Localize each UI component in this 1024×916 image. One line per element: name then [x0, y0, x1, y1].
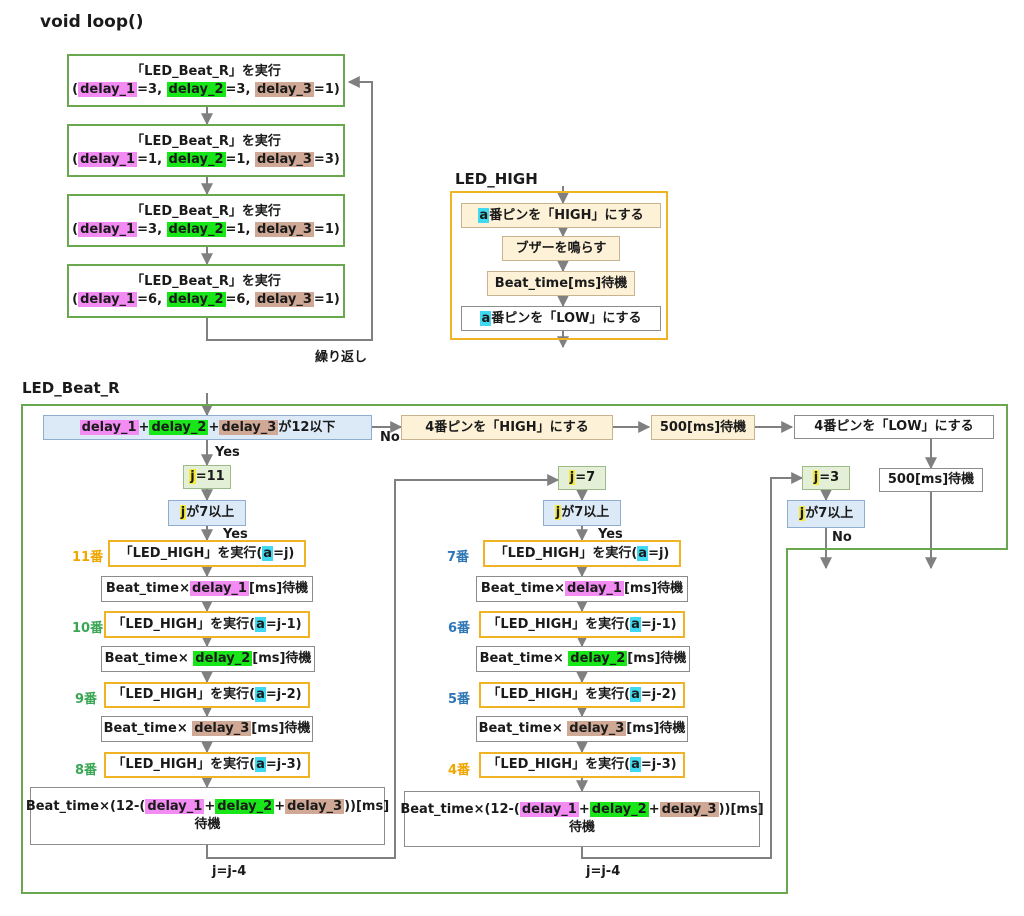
col1-condition: jが7以上: [168, 500, 246, 526]
col2-wait-delay-2: Beat_time× delay_2[ms]待機: [476, 646, 690, 672]
col1-pin-label-4: 8番: [75, 763, 98, 778]
loop-block-2-args: (delay_1=1, delay_2=1, delay_3=3): [72, 151, 340, 167]
loop-block-3-args: (delay_1=3, delay_2=1, delay_3=1): [72, 221, 340, 237]
col2-pin-label-3: 5番: [448, 692, 471, 707]
page-title: void loop(): [40, 12, 144, 32]
loop-block-1: 「LED_Beat_R」を実行 (delay_1=3, delay_2=3, d…: [67, 54, 345, 107]
no-branch-pin-high: 4番ピンを「HIGH」にする: [401, 415, 613, 440]
col1-pin-label-3: 9番: [75, 692, 98, 707]
col2-run-led-high-4: 「LED_HIGH」を実行(a=j-3): [479, 752, 685, 778]
col3-no: No: [832, 530, 852, 545]
no-branch-wait-500: 500[ms]待機: [651, 415, 755, 440]
col2-run-led-high-2: 「LED_HIGH」を実行(a=j-1): [479, 611, 685, 638]
col2-wait-delay-3: Beat_time× delay_3[ms]待機: [476, 716, 688, 742]
col1-run-led-high-1: 「LED_HIGH」を実行(a=j): [108, 540, 306, 567]
no-label-top: No: [380, 430, 400, 445]
no-branch-pin-low: 4番ピンを「LOW」にする: [794, 415, 994, 439]
led-high-step-1: a番ピンを「HIGH」にする: [461, 203, 661, 228]
col2-run-led-high-3: 「LED_HIGH」を実行(a=j-2): [479, 682, 685, 708]
col1-wait-delay-3: Beat_time× delay_3[ms]待機: [101, 716, 313, 742]
col1-j-init: j=11: [183, 465, 231, 489]
col1-wait-delay-2: Beat_time× delay_2[ms]待機: [101, 646, 315, 672]
repeat-label: 繰り返し: [315, 350, 368, 365]
col1-final-wait: Beat_time×(12-(delay_1+delay_2+delay_3))…: [26, 787, 389, 845]
loop-block-3: 「LED_Beat_R」を実行 (delay_1=3, delay_2=1, d…: [67, 194, 345, 247]
led-high-step-4: a番ピンを「LOW」にする: [461, 306, 661, 331]
col2-condition: jが7以上: [543, 500, 621, 526]
loop-block-4-args: (delay_1=6, delay_2=6, delay_3=1): [72, 292, 340, 307]
loop-block-1-title: 「LED_Beat_R」を実行: [131, 63, 281, 79]
col1-yes: Yes: [223, 527, 248, 542]
col1-pin-label-2: 10番: [72, 621, 104, 636]
col2-j-init: j=7: [558, 466, 606, 490]
led-high-step-3: Beat_time[ms]待機: [487, 271, 635, 296]
led-beat-r-heading: LED_Beat_R: [22, 379, 120, 397]
col2-pin-label-2: 6番: [448, 621, 471, 636]
loop-block-4-title: 「LED_Beat_R」を実行: [131, 274, 281, 289]
loop-block-3-title: 「LED_Beat_R」を実行: [131, 203, 281, 219]
no-branch-wait-500-b: 500[ms]待機: [879, 468, 983, 492]
col1-j-decrement: j=j-4: [212, 864, 247, 879]
loop-block-2: 「LED_Beat_R」を実行 (delay_1=1, delay_2=1, d…: [67, 124, 345, 177]
col3-j-init: j=3: [802, 466, 850, 490]
loop-block-4: 「LED_Beat_R」を実行 (delay_1=6, delay_2=6, d…: [67, 264, 345, 318]
col3-condition: jが7以上: [787, 500, 865, 528]
yes-label-top: Yes: [215, 445, 240, 460]
col2-j-decrement: j=j-4: [586, 864, 621, 879]
led-high-heading: LED_HIGH: [455, 170, 538, 188]
col2-final-wait: Beat_time×(12-(delay_1+delay_2+delay_3))…: [400, 791, 764, 847]
col1-run-led-high-3: 「LED_HIGH」を実行(a=j-2): [104, 682, 310, 708]
col1-run-led-high-4: 「LED_HIGH」を実行(a=j-3): [104, 752, 310, 778]
col2-wait-delay-1: Beat_time×delay_1[ms]待機: [476, 576, 688, 602]
col2-pin-label-1: 7番: [447, 550, 470, 565]
led-high-step-2: ブザーを鳴らす: [502, 236, 620, 261]
col1-run-led-high-2: 「LED_HIGH」を実行(a=j-1): [104, 611, 310, 638]
loop-block-1-args: (delay_1=3, delay_2=3, delay_3=1): [72, 81, 340, 97]
loop-block-2-title: 「LED_Beat_R」を実行: [131, 133, 281, 149]
col2-pin-label-4: 4番: [448, 763, 471, 778]
col2-run-led-high-1: 「LED_HIGH」を実行(a=j): [483, 540, 681, 567]
col2-yes: Yes: [598, 527, 623, 542]
col1-pin-label-1: 11番: [72, 550, 104, 565]
col1-wait-delay-1: Beat_time×delay_1[ms]待機: [101, 576, 313, 602]
